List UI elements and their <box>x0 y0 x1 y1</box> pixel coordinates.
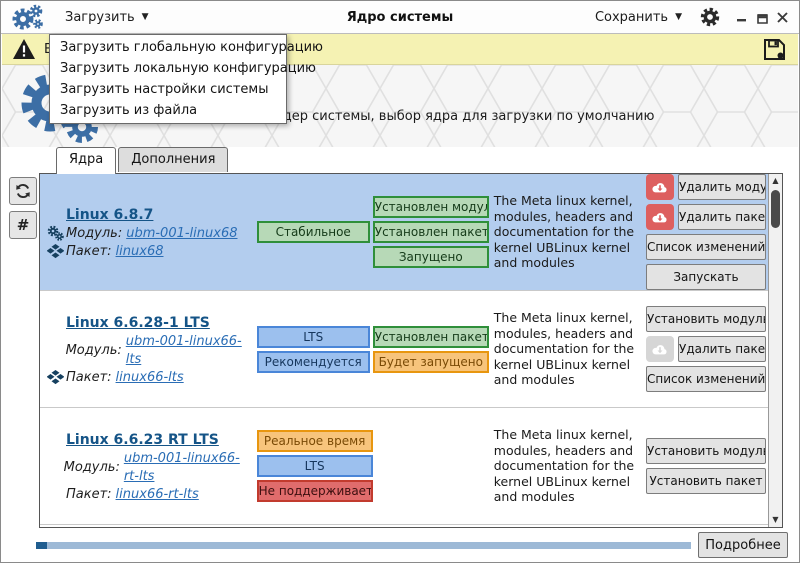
kernel-rows: Linux 6.8.7 Модуль: ubm-001-linux68 <box>40 174 768 527</box>
remove-package-button[interactable]: Удалить пакет <box>678 336 766 362</box>
window-title: Ядро системы <box>346 9 454 25</box>
kernel-actions: Установить модуль Удалить пакет Список и… <box>646 306 766 392</box>
tab-bar: Ядра Дополнения <box>56 147 230 174</box>
install-package-button[interactable]: Установить пакет <box>646 468 766 494</box>
remove-module-button[interactable]: Удалить модуль <box>678 174 766 200</box>
kernel-info: Linux 6.8.7 Модуль: ubm-001-linux68 <box>44 204 255 261</box>
badges-left: Стабильное <box>256 221 370 243</box>
module-link[interactable]: ubm-001-linux66-rt-lts <box>123 450 240 484</box>
package-box-icon <box>44 369 66 386</box>
status-badge: LTS <box>256 325 370 348</box>
package-label: Пакет: <box>66 486 112 502</box>
menubar: Загрузить ▼ Ядро системы Сохранить ▼ <box>1 1 799 34</box>
refresh-button[interactable] <box>9 177 37 205</box>
package-label: Пакет: <box>66 369 112 385</box>
module-label: Модуль: <box>66 225 123 241</box>
menu-save-label: Сохранить <box>594 9 669 25</box>
remove-cloud-icon-button-disabled[interactable] <box>646 336 674 362</box>
module-label: Модуль: <box>63 459 120 475</box>
kernel-actions: Удалить модуль Удалить пакет Список изме… <box>646 174 766 290</box>
menu-item-load-system-settings[interactable]: Загрузить настройки системы <box>60 82 269 97</box>
scroll-up-arrow-icon[interactable]: ▲ <box>772 176 779 185</box>
chevron-down-icon: ▼ <box>675 12 682 22</box>
remove-cloud-icon-button[interactable] <box>646 174 674 200</box>
badges-right: Установлен пакет Будет запущено <box>372 325 489 373</box>
package-link[interactable]: linux68 <box>115 243 164 259</box>
status-badge: Реальное время <box>256 430 373 452</box>
progress-bar <box>36 542 691 549</box>
app-logo-gears-icon <box>12 4 43 30</box>
settings-gear-icon[interactable] <box>700 7 720 27</box>
warning-text: В <box>44 42 53 57</box>
module-label: Модуль: <box>65 342 122 358</box>
boot-button[interactable]: Запускать <box>646 264 766 290</box>
chevron-down-icon: ▼ <box>141 12 149 22</box>
menu-save-button[interactable]: Сохранить ▼ <box>587 5 690 30</box>
status-badge: Установлен пакет <box>372 221 489 243</box>
menu-load-button[interactable]: Загрузить ▼ <box>57 5 157 30</box>
progress-bar-chunk <box>36 542 47 549</box>
close-button-icon[interactable] <box>776 11 789 24</box>
status-badge: Будет запущено <box>372 350 489 373</box>
minimize-button-icon[interactable] <box>736 11 749 24</box>
status-badge: Не поддерживается <box>256 480 373 502</box>
kernel-actions: Установить модуль Установить пакет <box>646 438 766 494</box>
remove-cloud-icon-button[interactable] <box>646 204 674 230</box>
hash-button[interactable]: # <box>9 211 37 239</box>
status-badge: Стабильное <box>256 221 370 243</box>
load-dropdown-menu: Загрузить глобальную конфигурацию Загруз… <box>49 34 323 124</box>
kernel-row-linux-6-6-23-rt-lts[interactable]: Linux 6.6.23 RT LTS Модуль: ubm-001-linu… <box>40 408 768 525</box>
details-button[interactable]: Подробнее <box>698 532 788 558</box>
warning-triangle-icon <box>13 39 35 59</box>
menu-item-load-global-config[interactable]: Загрузить глобальную конфигурацию <box>60 40 323 55</box>
kernel-description: The Meta linux kernel, modules, headers … <box>493 192 635 271</box>
refresh-icon <box>16 183 30 199</box>
badges-right: Установлен модуль Установлен пакет Запущ… <box>372 196 489 268</box>
tab-addons[interactable]: Дополнения <box>118 147 229 172</box>
kernel-row-linux-6-6-28-lts[interactable]: Linux 6.6.28-1 LTS Модуль: ubm-001-linux… <box>40 291 768 408</box>
remove-package-button[interactable]: Удалить пакет <box>678 204 766 230</box>
package-box-icon <box>44 243 66 260</box>
package-label: Пакет: <box>66 243 112 259</box>
status-badge: LTS <box>256 455 373 477</box>
menu-item-load-from-file[interactable]: Загрузить из файла <box>60 103 198 118</box>
kernel-info: Linux 6.6.23 RT LTS Модуль: ubm-001-linu… <box>44 429 255 504</box>
kernel-row-linux-6-8-7[interactable]: Linux 6.8.7 Модуль: ubm-001-linux68 <box>40 174 768 291</box>
maximize-button-icon[interactable] <box>756 11 769 24</box>
module-gears-icon <box>44 225 66 242</box>
window-controls <box>736 11 789 24</box>
status-badge: Установлен пакет <box>372 325 489 348</box>
menubar-right-group: Сохранить ▼ <box>587 5 799 30</box>
kernel-info: Linux 6.6.28-1 LTS Модуль: ubm-001-linux… <box>44 312 255 387</box>
kernel-description: The Meta linux kernel, modules, headers … <box>493 426 635 505</box>
status-badge: Рекомендуется <box>256 350 370 373</box>
changelog-button[interactable]: Список изменений <box>646 234 766 260</box>
install-module-button[interactable]: Установить модуль <box>646 306 766 332</box>
kernel-name-link[interactable]: Linux 6.6.28-1 LTS <box>66 314 210 331</box>
menu-item-load-local-config[interactable]: Загрузить локальную конфигурацию <box>60 61 316 76</box>
kernel-list: Linux 6.8.7 Модуль: ubm-001-linux68 <box>39 173 783 528</box>
module-link[interactable]: ubm-001-linux66-lts <box>125 333 242 367</box>
module-link[interactable]: ubm-001-linux68 <box>126 225 238 241</box>
changelog-button[interactable]: Список изменений <box>646 366 766 392</box>
scroll-down-arrow-icon[interactable]: ▼ <box>772 515 779 524</box>
save-floppy-icon[interactable] <box>763 38 786 61</box>
hash-icon: # <box>16 216 30 234</box>
install-module-button[interactable]: Установить модуль <box>646 438 766 464</box>
package-link[interactable]: linux66-lts <box>115 369 184 385</box>
kernel-name-link[interactable]: Linux 6.8.7 <box>66 206 154 223</box>
status-badge: Установлен модуль <box>372 196 489 218</box>
menu-load-label: Загрузить <box>65 9 135 25</box>
badges-left: Реальное время LTS Не поддерживается <box>256 430 373 502</box>
status-badge: Запущено <box>372 246 489 268</box>
kernel-description: The Meta linux kernel, modules, headers … <box>493 309 635 388</box>
package-link[interactable]: linux66-rt-lts <box>115 486 199 502</box>
kernel-name-link[interactable]: Linux 6.6.23 RT LTS <box>66 431 219 448</box>
scrollbar-thumb[interactable] <box>771 190 780 228</box>
tab-kernels[interactable]: Ядра <box>56 147 117 174</box>
badges-left: LTS Рекомендуется <box>256 325 370 373</box>
vertical-scrollbar[interactable]: ▲ ▼ <box>768 174 782 527</box>
